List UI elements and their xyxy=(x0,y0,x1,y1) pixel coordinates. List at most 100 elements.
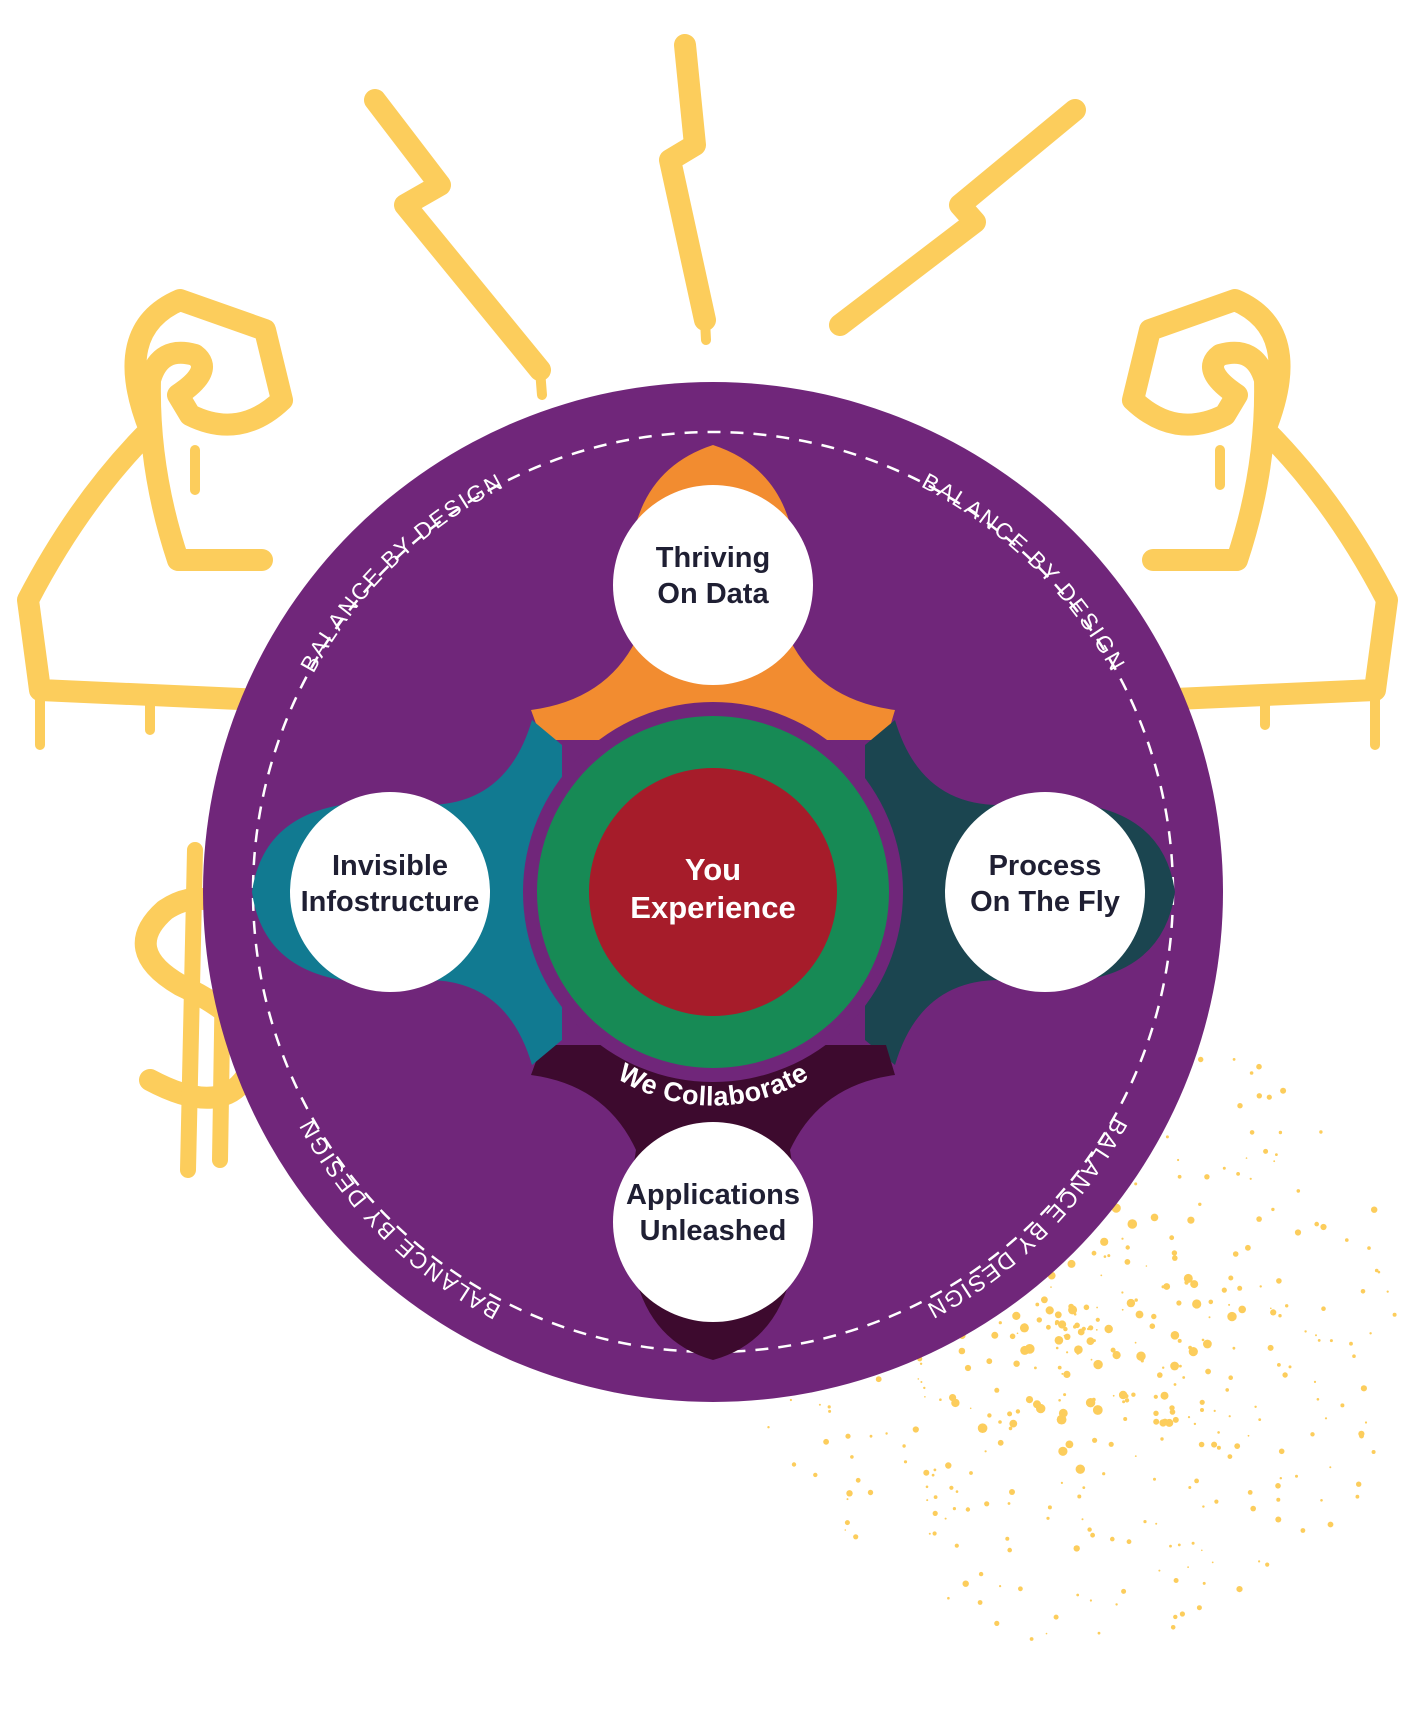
speckle xyxy=(1228,1275,1234,1281)
speckle xyxy=(767,1426,770,1429)
speckle xyxy=(1063,1326,1068,1332)
speckle xyxy=(920,1381,923,1383)
speckle xyxy=(1192,1299,1202,1309)
speckle xyxy=(844,1520,850,1526)
speckle xyxy=(1153,1418,1160,1425)
speckle xyxy=(903,1460,908,1464)
speckle xyxy=(1145,1265,1148,1267)
speckle xyxy=(1329,1339,1333,1343)
speckle xyxy=(1087,1527,1092,1532)
speckle xyxy=(933,1495,938,1499)
speckle xyxy=(1316,1398,1320,1401)
speckle xyxy=(1263,1148,1269,1154)
lightning-bolt-icon xyxy=(364,89,551,381)
node-circle-top xyxy=(613,485,813,685)
speckle xyxy=(1202,1581,1206,1585)
speckle xyxy=(1369,1332,1372,1335)
node-circle-left xyxy=(290,792,490,992)
speckle xyxy=(1008,1426,1013,1431)
speckle xyxy=(931,1473,935,1477)
speckle xyxy=(1124,1394,1129,1399)
speckle xyxy=(919,1362,923,1366)
speckle xyxy=(1046,1516,1050,1520)
speckle xyxy=(965,1507,971,1512)
speckle xyxy=(1314,1221,1319,1227)
speckle xyxy=(1249,1177,1252,1180)
speckle xyxy=(1371,1206,1378,1213)
speckle xyxy=(1108,1441,1114,1447)
speckle xyxy=(1091,1250,1097,1256)
speckle xyxy=(1055,1346,1059,1350)
speckle xyxy=(1020,1345,1030,1355)
speckle xyxy=(1187,1566,1189,1568)
speckle xyxy=(1256,1216,1262,1222)
speckle xyxy=(1170,1361,1179,1371)
speckle xyxy=(1177,1338,1182,1343)
speckle xyxy=(1064,1333,1071,1341)
speckle xyxy=(1227,1311,1237,1322)
speckle xyxy=(928,1532,931,1535)
speckle xyxy=(1324,1417,1328,1420)
speckle xyxy=(1194,1478,1199,1484)
speckle xyxy=(1211,1441,1218,1448)
speckle xyxy=(923,1469,930,1476)
speckle xyxy=(1249,1130,1255,1135)
speckle xyxy=(1046,1324,1051,1330)
speckle xyxy=(1340,1403,1345,1408)
speckle xyxy=(1275,1153,1278,1156)
node-circle-bottom xyxy=(613,1122,813,1322)
flexed-arm-left-icon xyxy=(17,289,293,711)
speckle xyxy=(1320,1223,1327,1231)
speckle xyxy=(1057,1365,1062,1370)
speckle xyxy=(1007,1547,1012,1553)
speckle xyxy=(1247,1434,1250,1437)
speckle xyxy=(1276,1497,1281,1502)
speckle xyxy=(1155,1522,1158,1525)
speckle xyxy=(1280,1087,1287,1094)
speckle xyxy=(1232,1251,1239,1257)
speckle xyxy=(1254,1405,1257,1409)
speckle xyxy=(1358,1430,1365,1437)
speckle xyxy=(855,1477,861,1483)
speckle xyxy=(998,1420,1002,1424)
speckle xyxy=(939,1398,942,1401)
speckle xyxy=(1054,1311,1062,1319)
speckle xyxy=(1277,1363,1281,1367)
speckle xyxy=(997,1439,1004,1446)
speckle xyxy=(945,1462,952,1469)
speckle xyxy=(1034,1366,1037,1370)
speckle xyxy=(933,1468,937,1472)
speckle xyxy=(1012,1311,1021,1320)
speckle xyxy=(846,1498,849,1501)
speckle xyxy=(1100,1274,1103,1277)
speckle xyxy=(1125,1245,1130,1250)
speckle xyxy=(1063,1370,1071,1378)
lightning-bolt-icon xyxy=(659,34,716,331)
node-label-right-line1: Process xyxy=(989,850,1102,882)
speckle xyxy=(1036,1317,1043,1323)
speckle xyxy=(1153,1410,1159,1417)
speckle xyxy=(1221,1287,1227,1293)
speckle xyxy=(1036,1403,1046,1414)
speckle xyxy=(828,1409,832,1413)
speckle xyxy=(1173,1614,1178,1620)
speckle xyxy=(1134,1455,1137,1457)
speckle xyxy=(846,1490,853,1497)
speckle xyxy=(1198,1056,1204,1063)
speckle xyxy=(1245,1244,1251,1251)
speckle xyxy=(1097,1631,1101,1635)
speckle xyxy=(1204,1174,1210,1180)
speckle xyxy=(986,1358,993,1365)
speckle xyxy=(1259,1285,1262,1288)
speckle xyxy=(1083,1304,1090,1311)
speckle xyxy=(1045,1632,1048,1635)
speckle xyxy=(1081,1518,1084,1521)
speckle xyxy=(1075,1464,1086,1474)
speckle xyxy=(1165,1135,1169,1139)
speckle xyxy=(827,1405,831,1409)
speckle xyxy=(1173,1383,1177,1386)
speckle xyxy=(949,1394,957,1402)
speckle xyxy=(1065,1440,1074,1449)
speckle xyxy=(1193,1422,1197,1426)
speckle xyxy=(1228,1303,1231,1306)
